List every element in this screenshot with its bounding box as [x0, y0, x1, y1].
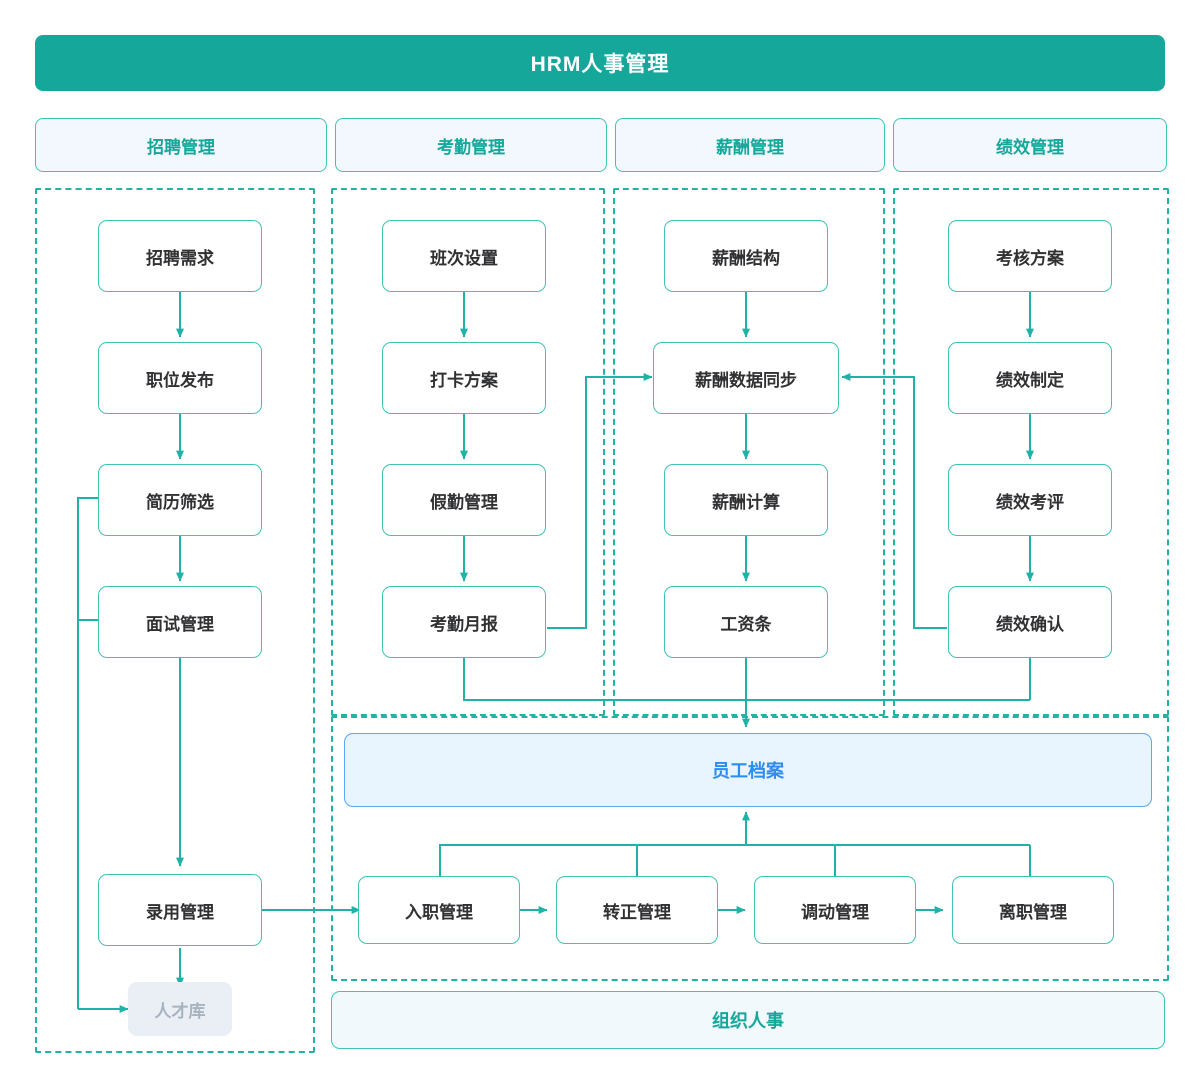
category-header-attendance[interactable]: 考勤管理: [335, 118, 607, 172]
node-transfer-management[interactable]: 调动管理: [754, 876, 916, 944]
node-resume-screening[interactable]: 简历筛选: [98, 464, 262, 536]
node-offboarding-management[interactable]: 离职管理: [952, 876, 1114, 944]
node-organization-personnel[interactable]: 组织人事: [331, 991, 1165, 1049]
node-onboarding-management[interactable]: 入职管理: [358, 876, 520, 944]
node-appraisal-plan[interactable]: 考核方案: [948, 220, 1112, 292]
group-container-performance: [893, 188, 1169, 716]
category-header-payroll[interactable]: 薪酬管理: [615, 118, 885, 172]
node-talent-pool[interactable]: 人才库: [128, 982, 232, 1036]
group-container-attendance: [331, 188, 605, 716]
group-container-employee-lifecycle: [331, 716, 1169, 981]
node-payslip[interactable]: 工资条: [664, 586, 828, 658]
node-punch-plan[interactable]: 打卡方案: [382, 342, 546, 414]
category-header-performance[interactable]: 绩效管理: [893, 118, 1167, 172]
node-employee-file[interactable]: 员工档案: [344, 733, 1152, 807]
node-shift-setup[interactable]: 班次设置: [382, 220, 546, 292]
category-header-recruitment[interactable]: 招聘管理: [35, 118, 327, 172]
node-performance-confirmation[interactable]: 绩效确认: [948, 586, 1112, 658]
node-salary-calculation[interactable]: 薪酬计算: [664, 464, 828, 536]
node-regularization-management[interactable]: 转正管理: [556, 876, 718, 944]
node-recruitment-demand[interactable]: 招聘需求: [98, 220, 262, 292]
group-container-recruitment: [35, 188, 315, 1053]
node-hiring-management[interactable]: 录用管理: [98, 874, 262, 946]
node-leave-management[interactable]: 假勤管理: [382, 464, 546, 536]
node-salary-structure[interactable]: 薪酬结构: [664, 220, 828, 292]
page-title: HRM人事管理: [35, 35, 1165, 91]
node-performance-review[interactable]: 绩效考评: [948, 464, 1112, 536]
node-interview-management[interactable]: 面试管理: [98, 586, 262, 658]
node-attendance-monthly-report[interactable]: 考勤月报: [382, 586, 546, 658]
node-performance-setup[interactable]: 绩效制定: [948, 342, 1112, 414]
group-container-payroll: [613, 188, 885, 716]
node-job-posting[interactable]: 职位发布: [98, 342, 262, 414]
node-payroll-data-sync[interactable]: 薪酬数据同步: [653, 342, 839, 414]
